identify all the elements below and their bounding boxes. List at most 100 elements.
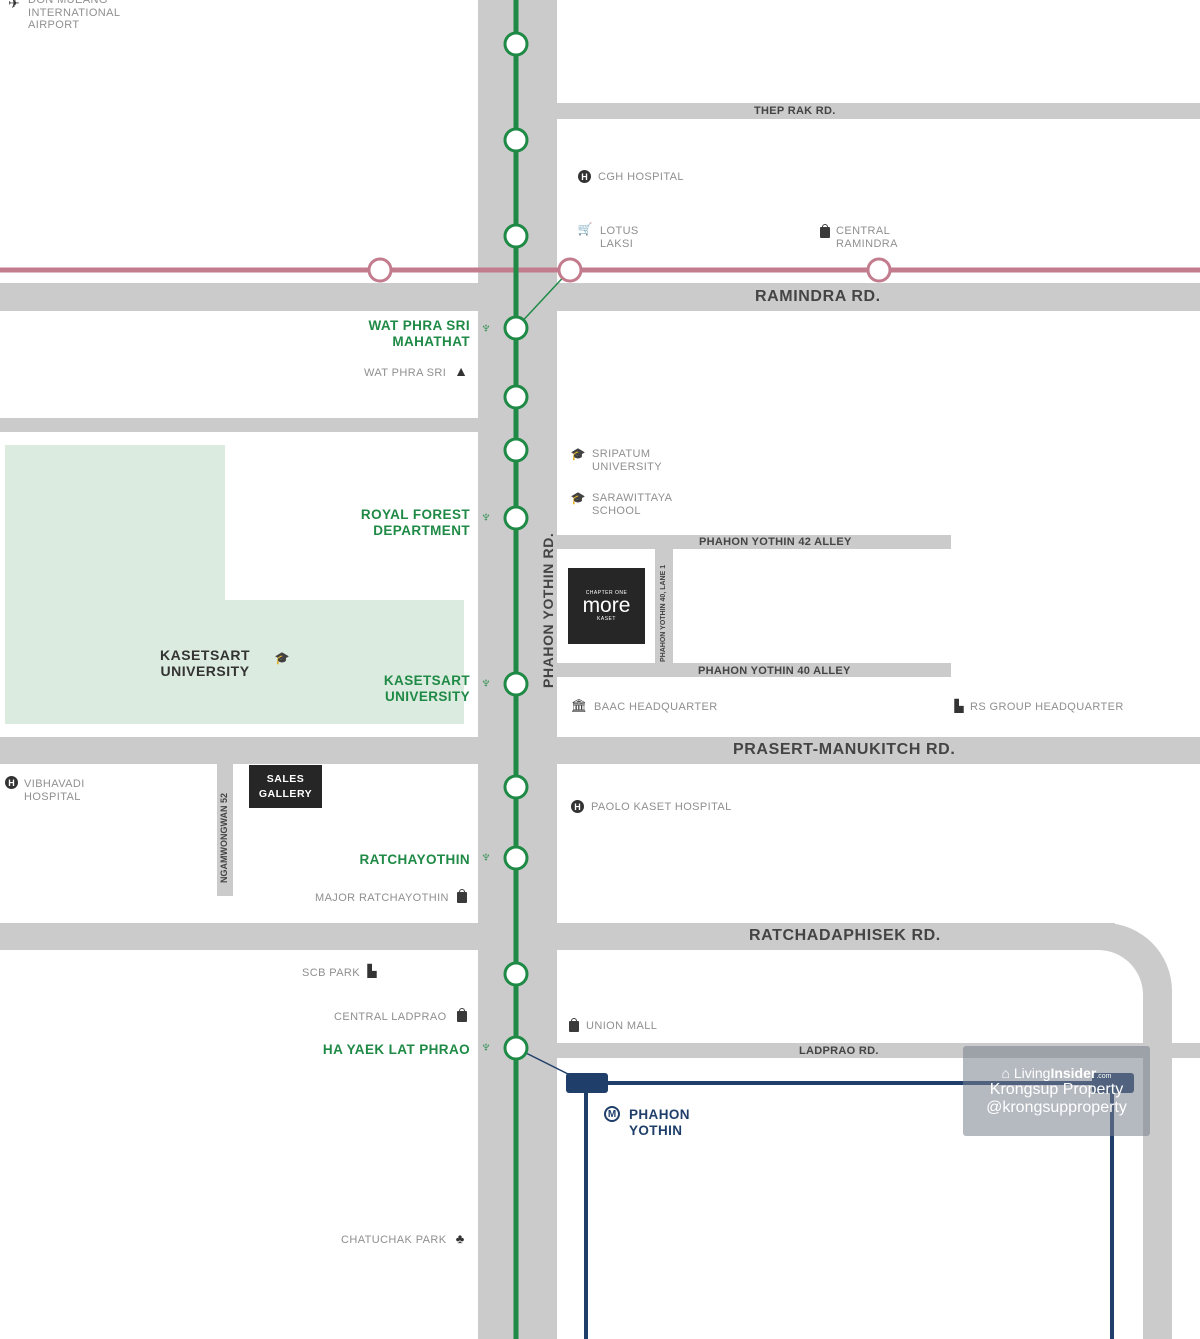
label-scb-park: SCB PARK xyxy=(302,967,361,979)
label-union-mall: UNION MALL xyxy=(586,1020,658,1032)
pink-station-3 xyxy=(866,257,892,283)
watermark-brand-light: Living xyxy=(1013,1065,1051,1081)
green-station-9 xyxy=(503,774,529,800)
office-building-icon: ▙ xyxy=(367,964,377,978)
label-baac-headquarter: BAAC HEADQUARTER xyxy=(594,701,718,713)
label-central-ladprao: CENTRAL LADPRAO xyxy=(334,1011,447,1023)
pink-station-2 xyxy=(557,257,583,283)
watermark-home-icon: ⌂ xyxy=(1001,1065,1010,1081)
watermark-brand-bold: Insider xyxy=(1050,1065,1097,1081)
green-station-5 xyxy=(503,384,529,410)
temple-icon: ▲ xyxy=(454,363,468,379)
green-station-6 xyxy=(503,437,529,463)
shopping-bag-icon xyxy=(457,889,467,903)
label-thep-rak-rd: THEP RAK RD. xyxy=(754,105,836,117)
green-station-wat-phra-sri xyxy=(503,315,529,341)
label-ratchadaphisek-rd: RATCHADAPHISEK RD. xyxy=(749,927,941,944)
label-py42-alley: PHAHON YOTHIN 42 ALLEY xyxy=(699,536,852,548)
road-thep-rak xyxy=(557,103,1200,119)
label-prasert-manukitch-rd: PRASERT-MANUKITCH RD. xyxy=(733,741,956,758)
hospital-h-icon: H xyxy=(5,776,18,789)
road-py42 xyxy=(557,535,951,549)
watermark: ⌂ LivingInsider.com Krongsup Property @k… xyxy=(963,1046,1150,1136)
label-wat-phra-sri: WAT PHRA SRI xyxy=(364,367,447,379)
mrt-m-icon: M xyxy=(604,1106,620,1122)
label-station-wat-phra-sri: WAT PHRA SRI MAHATHAT xyxy=(368,318,470,349)
label-sripatum-university: SRIPATUM UNIVERSITY xyxy=(592,448,663,473)
label-py40-lane1: PHAHON YOTHIN 40, LANE 1 xyxy=(660,564,667,662)
skytrain-icon: ♆ xyxy=(480,1039,492,1056)
label-py40-alley: PHAHON YOTHIN 40 ALLEY xyxy=(698,665,851,677)
green-station-royal-forest xyxy=(503,505,529,531)
road-py40-lane1 xyxy=(655,549,673,663)
label-airport: DON MUEANG INTERNATIONAL AIRPORT xyxy=(28,0,121,32)
skytrain-icon: ♆ xyxy=(480,675,492,692)
pink-station-1 xyxy=(367,257,393,283)
graduation-cap-icon: 🎓 xyxy=(274,651,290,665)
hospital-h-icon: H xyxy=(571,800,584,813)
kasetsart-park-area-lower xyxy=(225,600,464,724)
label-ladprao-rd: LADPRAO RD. xyxy=(799,1045,879,1057)
label-cgh-hospital: CGH HOSPITAL xyxy=(598,171,684,183)
office-building-icon: ▙ xyxy=(954,699,964,713)
green-station-2 xyxy=(503,127,529,153)
label-station-kasetsart: KASETSART UNIVERSITY xyxy=(383,673,470,704)
watermark-brand: ⌂ LivingInsider.com xyxy=(1001,1065,1111,1081)
label-mrt-phahon-yothin: PHAHON YOTHIN xyxy=(629,1107,690,1138)
watermark-brand-suffix: .com xyxy=(1096,1073,1112,1080)
label-station-royal-forest: ROYAL FOREST DEPARTMENT xyxy=(360,507,470,538)
label-major-ratchayothin: MAJOR RATCHAYOTHIN xyxy=(315,892,449,904)
green-station-ha-yaek xyxy=(503,1035,529,1061)
green-station-1 xyxy=(503,31,529,57)
skytrain-icon: ♆ xyxy=(480,320,492,337)
label-central-ramindra: CENTRAL RAMINDRA xyxy=(836,225,898,250)
curve-inner xyxy=(557,950,1143,1043)
airplane-icon: ✈ xyxy=(8,0,20,11)
road-ngamwongwan xyxy=(217,764,233,896)
bank-icon: 🏛 xyxy=(570,698,588,713)
sales-gallery-box[interactable]: SALES GALLERY xyxy=(249,765,322,808)
road-ramindra xyxy=(0,283,1200,311)
shopping-bag-icon xyxy=(820,224,830,238)
graduation-cap-icon: 🎓 xyxy=(570,491,586,505)
label-kasetsart-university-campus: KASETSART UNIVERSITY xyxy=(160,647,251,680)
project-logo-line1: CHAPTER ONE xyxy=(585,590,628,596)
label-vibhavadi-hospital: VIBHAVADI HOSPITAL xyxy=(24,778,85,803)
interchange-connector xyxy=(515,269,571,329)
skytrain-icon: ♆ xyxy=(480,509,492,526)
label-station-ha-yaek-lat-phrao: HA YAEK LAT PHRAO xyxy=(322,1042,470,1057)
shopping-bag-icon xyxy=(569,1018,579,1032)
road-py40 xyxy=(557,663,951,677)
hospital-h-icon: H xyxy=(578,170,591,183)
project-logo-chapter-one-more-kaset[interactable]: CHAPTER ONE more KASET xyxy=(568,568,645,644)
project-logo-line2: more xyxy=(582,594,631,617)
shopping-cart-icon: 🛒 xyxy=(577,222,593,236)
label-chatuchak-park: CHATUCHAK PARK xyxy=(341,1234,447,1246)
label-station-ratchayothin: RATCHAYOTHIN xyxy=(359,852,470,867)
project-logo-line3: KASET xyxy=(597,616,616,622)
label-sarawittaya-school: SARAWITTAYA SCHOOL xyxy=(592,492,673,517)
watermark-line3: @krongsupproperty xyxy=(986,1099,1127,1116)
label-ramindra-rd: RAMINDRA RD. xyxy=(755,288,881,305)
label-lotus-laksi: LOTUS LAKSI xyxy=(600,225,639,250)
green-station-ratchayothin xyxy=(503,845,529,871)
graduation-cap-icon: 🎓 xyxy=(570,447,586,461)
label-paolo-kaset-hospital: PAOLO KASET HOSPITAL xyxy=(591,801,732,813)
label-phahon-yothin-rd: PHAHON YOTHIN RD. xyxy=(540,532,556,688)
kasetsart-park-area xyxy=(5,445,225,724)
skytrain-icon: ♆ xyxy=(480,849,492,866)
watermark-line2: Krongsup Property xyxy=(989,1081,1124,1098)
green-station-11 xyxy=(503,961,529,987)
green-station-3 xyxy=(503,223,529,249)
tree-icon: ♣ xyxy=(455,1230,465,1246)
mrt-station-marker xyxy=(566,1073,608,1093)
sales-gallery-label: SALES GALLERY xyxy=(258,772,313,800)
road-minor-west xyxy=(0,418,478,432)
label-rs-group-headquarter: RS GROUP HEADQUARTER xyxy=(970,701,1124,713)
road-ratchadaphisek xyxy=(0,923,1115,950)
green-station-kasetsart xyxy=(503,671,529,697)
label-ngamwongwan-52: NGAMWONGWAN 52 xyxy=(219,793,229,883)
shopping-bag-icon xyxy=(457,1008,467,1022)
road-prasert xyxy=(0,737,1200,764)
